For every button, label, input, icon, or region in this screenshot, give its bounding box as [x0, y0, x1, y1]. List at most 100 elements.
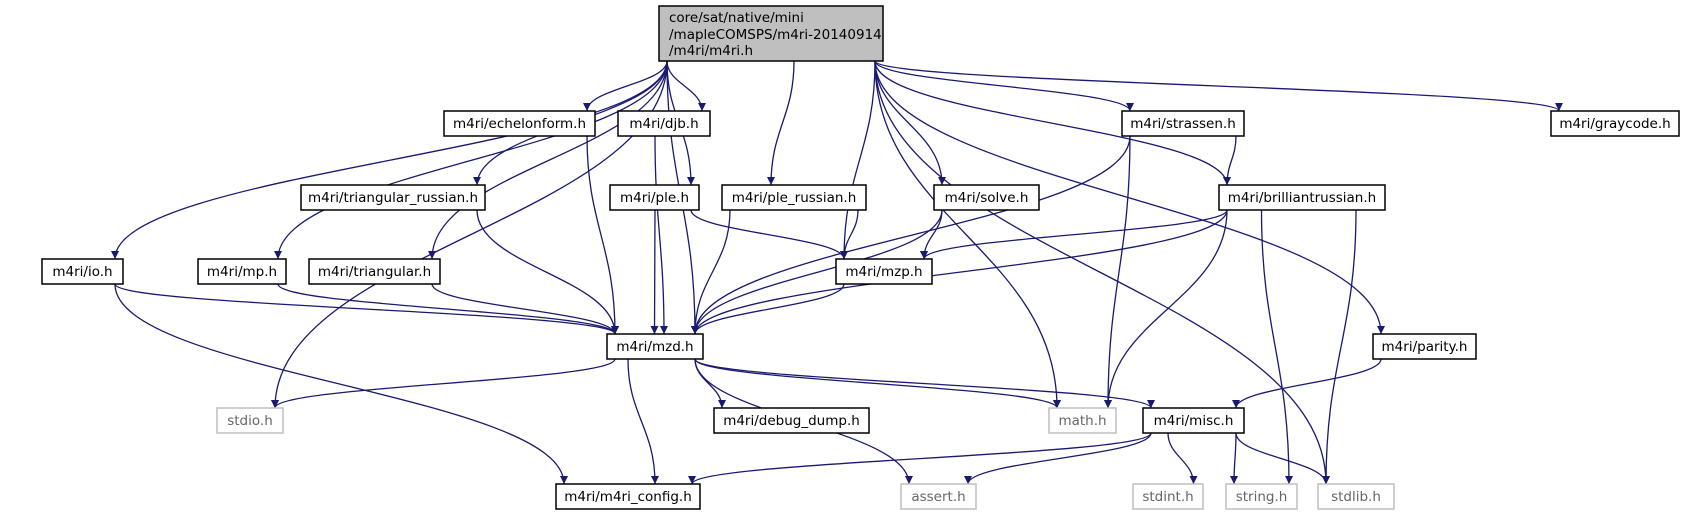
node-mzp[interactable]: m4ri/mzp.h: [835, 258, 933, 285]
edge-root-to-mp: [274, 60, 668, 260]
svg-text:m4ri/mzd.h: m4ri/mzd.h: [616, 339, 693, 355]
svg-text:/m4ri/m4ri.h: /m4ri/m4ri.h: [669, 43, 753, 59]
svg-text:stdio.h: stdio.h: [227, 413, 273, 429]
svg-text:m4ri/ple_russian.h: m4ri/ple_russian.h: [732, 190, 857, 206]
node-stdio[interactable]: stdio.h: [216, 407, 284, 434]
svg-text:stdlib.h: stdlib.h: [1331, 489, 1381, 505]
edge-mzd-to-m4ri_config: [627, 358, 659, 485]
edge-misc-to-assert: [964, 432, 1152, 485]
svg-text:assert.h: assert.h: [911, 489, 965, 505]
node-ple[interactable]: m4ri/ple.h: [609, 184, 700, 211]
edges-layer: [111, 60, 1563, 485]
edge-brilliantrussian-to-mzd: [691, 209, 1228, 335]
edge-mzd-to-math: [694, 358, 1061, 409]
node-ple-russian[interactable]: m4ri/ple_russian.h: [721, 184, 867, 211]
node-math[interactable]: math.h: [1048, 407, 1117, 434]
svg-text:m4ri/djb.h: m4ri/djb.h: [629, 116, 698, 132]
svg-text:m4ri/brilliantrussian.h: m4ri/brilliantrussian.h: [1228, 190, 1376, 206]
edge-root-to-mzp: [840, 60, 876, 260]
edge-solve-to-mzd: [691, 209, 943, 335]
edge-ple-to-mzp: [690, 209, 848, 260]
node-stdlib[interactable]: stdlib.h: [1317, 483, 1395, 510]
edge-strassen-to-mzd: [691, 135, 1131, 335]
edge-root-to-io: [111, 60, 668, 260]
node-echelonform[interactable]: m4ri/echelonform.h: [443, 110, 596, 137]
node-mp[interactable]: m4ri/mp.h: [197, 258, 287, 285]
nodes-layer: core/sat/native/mini /mapleCOMSPS/m4ri-2…: [41, 5, 1680, 510]
edge-mzd-to-stdio: [271, 358, 616, 409]
node-djb[interactable]: m4ri/djb.h: [617, 110, 711, 137]
edge-ple-to-mzd: [650, 209, 659, 335]
node-root-m4ri-h[interactable]: core/sat/native/mini /mapleCOMSPS/m4ri-2…: [658, 5, 884, 62]
svg-text:m4ri/graycode.h: m4ri/graycode.h: [1559, 116, 1670, 132]
edge-ple_russian-to-mzp: [840, 209, 859, 260]
svg-text:m4ri/mp.h: m4ri/mp.h: [207, 264, 277, 280]
svg-text:m4ri/triangular.h: m4ri/triangular.h: [318, 264, 431, 280]
edge-triangular-to-mzd: [431, 283, 619, 335]
node-stdint[interactable]: stdint.h: [1132, 483, 1204, 510]
node-brilliantrussian[interactable]: m4ri/brilliantrussian.h: [1218, 184, 1386, 211]
svg-text:/mapleCOMSPS/m4ri-20140914: /mapleCOMSPS/m4ri-20140914: [669, 27, 882, 43]
edge-mzd-to-misc: [694, 358, 1155, 409]
edge-io-to-m4ri_config: [114, 283, 568, 485]
edge-ple_russian-to-mzd: [691, 209, 731, 335]
edge-brilliantrussian-to-stdlib: [1322, 209, 1357, 485]
edge-root-to-ple_russian: [767, 60, 795, 186]
svg-text:m4ri/io.h: m4ri/io.h: [52, 264, 112, 280]
edge-echelonform-to-mzd: [586, 135, 619, 335]
edge-misc-to-stdint: [1167, 432, 1198, 485]
svg-text:math.h: math.h: [1058, 413, 1106, 429]
edge-djb-to-mzd: [654, 135, 668, 335]
svg-text:m4ri/triangular_russian.h: m4ri/triangular_russian.h: [308, 190, 478, 206]
edge-brilliantrussian-to-math: [1104, 209, 1228, 409]
svg-text:m4ri/solve.h: m4ri/solve.h: [945, 190, 1029, 206]
edge-root-to-graycode: [874, 60, 1563, 112]
svg-text:m4ri/echelonform.h: m4ri/echelonform.h: [453, 116, 586, 132]
edge-root-to-djb: [666, 60, 706, 112]
edge-root-to-stdlib: [874, 60, 1330, 485]
edge-root-to-math: [874, 60, 1061, 409]
node-debug-dump[interactable]: m4ri/debug_dump.h: [713, 407, 870, 434]
edge-root-to-brilliantrussian: [874, 60, 1231, 186]
svg-text:m4ri/strassen.h: m4ri/strassen.h: [1130, 116, 1236, 132]
node-m4ri-config[interactable]: m4ri/m4ri_config.h: [555, 483, 701, 510]
svg-text:core/sat/native/mini: core/sat/native/mini: [669, 10, 804, 26]
node-triangular[interactable]: m4ri/triangular.h: [308, 258, 441, 285]
edge-solve-to-mzp: [920, 209, 943, 260]
edge-brilliantrussian-to-string: [1260, 209, 1293, 485]
node-assert[interactable]: assert.h: [900, 483, 977, 510]
edge-misc-to-m4ri_config: [688, 432, 1152, 485]
edge-root-to-solve: [874, 60, 946, 186]
edge-root-to-triangular: [428, 60, 668, 260]
edge-mp-to-mzd: [277, 283, 619, 335]
svg-text:string.h: string.h: [1236, 489, 1288, 505]
edge-mzp-to-mzd: [691, 283, 845, 335]
edge-brilliantrussian-to-mzp: [920, 209, 1228, 260]
edge-root-to-echelonform: [583, 60, 668, 112]
edge-strassen-to-math: [1104, 135, 1131, 409]
svg-text:m4ri/parity.h: m4ri/parity.h: [1382, 339, 1468, 355]
node-parity[interactable]: m4ri/parity.h: [1372, 333, 1477, 360]
node-triangular-russian[interactable]: m4ri/triangular_russian.h: [300, 184, 486, 211]
svg-text:m4ri/ple.h: m4ri/ple.h: [620, 190, 689, 206]
edge-parity-to-misc: [1232, 358, 1382, 409]
edge-root-to-strassen: [874, 60, 1134, 112]
edge-misc-to-string: [1230, 432, 1239, 485]
node-string[interactable]: string.h: [1225, 483, 1298, 510]
svg-text:m4ri/m4ri_config.h: m4ri/m4ri_config.h: [564, 489, 692, 505]
node-solve[interactable]: m4ri/solve.h: [933, 184, 1040, 211]
node-strassen[interactable]: m4ri/strassen.h: [1121, 110, 1245, 137]
edge-strassen-to-brilliantrussian: [1223, 135, 1237, 186]
edge-triangular_russian-to-mzd: [476, 209, 619, 335]
edge-io-to-mzd: [114, 283, 619, 335]
svg-text:stdint.h: stdint.h: [1142, 489, 1193, 505]
edge-misc-to-stdlib: [1235, 432, 1330, 485]
svg-text:m4ri/mzp.h: m4ri/mzp.h: [845, 264, 922, 280]
node-mzd[interactable]: m4ri/mzd.h: [606, 333, 704, 360]
node-misc[interactable]: m4ri/misc.h: [1142, 407, 1245, 434]
svg-text:m4ri/debug_dump.h: m4ri/debug_dump.h: [723, 413, 860, 429]
node-io[interactable]: m4ri/io.h: [41, 258, 124, 285]
node-graycode[interactable]: m4ri/graycode.h: [1550, 110, 1680, 137]
svg-text:m4ri/misc.h: m4ri/misc.h: [1154, 413, 1234, 429]
